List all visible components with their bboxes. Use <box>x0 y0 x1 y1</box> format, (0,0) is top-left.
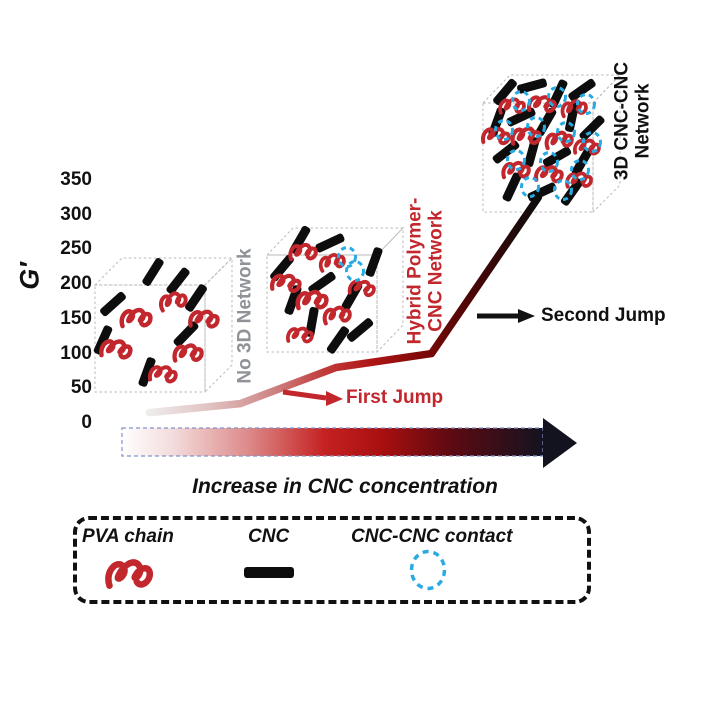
legend-label-pva-chain: PVA chain <box>82 526 174 547</box>
cnc-icon <box>141 256 165 288</box>
stage-label-line: 3D CNC-CNC <box>611 61 633 181</box>
cnc-icon <box>567 77 597 103</box>
y-tick-label: 150 <box>60 307 92 329</box>
cnc-icon <box>345 316 375 344</box>
legend-box: PVA chain CNC CNC-CNC contact <box>73 516 591 604</box>
stage-label-hybrid-polymer-cnc: Hybrid Polymer- CNC Network <box>404 197 446 345</box>
first-jump-arrow-icon <box>282 389 343 406</box>
cnc-icon <box>244 567 294 578</box>
cube-outline <box>93 256 234 394</box>
cnc-icon <box>137 356 157 388</box>
stage-label-line: Hybrid Polymer- <box>404 197 426 345</box>
pva-chain-icon <box>175 345 202 360</box>
gprime-curve <box>145 193 543 417</box>
second-jump-label: Second Jump <box>541 305 666 326</box>
pva-chain-icon <box>122 310 151 326</box>
cube-outline <box>481 73 622 214</box>
cnc-cnc-contact-icon <box>409 549 447 591</box>
stage-label-no-3d-network: No 3D Network <box>234 248 257 384</box>
y-tick-label: 300 <box>60 203 92 225</box>
stage-label-line: No 3D Network <box>234 248 256 384</box>
concentration-gradient-arrow <box>121 418 577 468</box>
pva-chain-icon <box>324 307 351 324</box>
pva-chain-icon <box>298 292 327 308</box>
stage-label-3d-cnc-cnc: 3D CNC-CNC Network <box>611 61 653 181</box>
second-jump-arrow-icon <box>477 309 535 323</box>
y-tick-label: 0 <box>81 412 92 433</box>
x-axis-caption: Increase in CNC concentration <box>192 475 498 498</box>
pva-chain-icon <box>105 559 154 589</box>
cnc-cnc-contact-icon <box>345 260 365 282</box>
y-tick-label: 100 <box>60 342 92 364</box>
cube-no-3d-network <box>92 256 234 394</box>
cnc-icon <box>325 325 351 355</box>
legend-label-cnc-cnc-contact: CNC-CNC contact <box>351 526 513 547</box>
stage-label-line: CNC Network <box>425 210 446 332</box>
pva-chain-icon <box>536 166 563 183</box>
cnc-icon <box>364 246 384 278</box>
cnc-icon <box>165 266 191 296</box>
pva-chain-icon <box>101 339 132 359</box>
legend-label-cnc: CNC <box>248 526 290 547</box>
y-tick-label: 350 <box>60 168 92 190</box>
arrowhead-icon <box>543 418 577 468</box>
cnc-icon <box>172 320 200 348</box>
stage-label-line: Network <box>632 83 653 159</box>
y-tick-label: 200 <box>60 273 92 295</box>
pva-chain-icon <box>149 365 176 383</box>
cnc-icon <box>314 232 346 254</box>
cnc-icon <box>183 283 209 313</box>
first-jump-label: First Jump <box>346 387 444 408</box>
cnc-icon <box>526 181 558 203</box>
y-tick-label: 50 <box>70 377 92 399</box>
cube-3d-cnc-cnc-network <box>481 73 622 214</box>
cnc-icon <box>578 114 606 142</box>
pva-chain-icon <box>159 291 187 310</box>
y-tick-label: 250 <box>60 238 92 260</box>
pva-chain-icon <box>272 274 301 293</box>
cube-hybrid-polymer-cnc-network <box>265 224 405 355</box>
cnc-icon <box>516 77 548 95</box>
